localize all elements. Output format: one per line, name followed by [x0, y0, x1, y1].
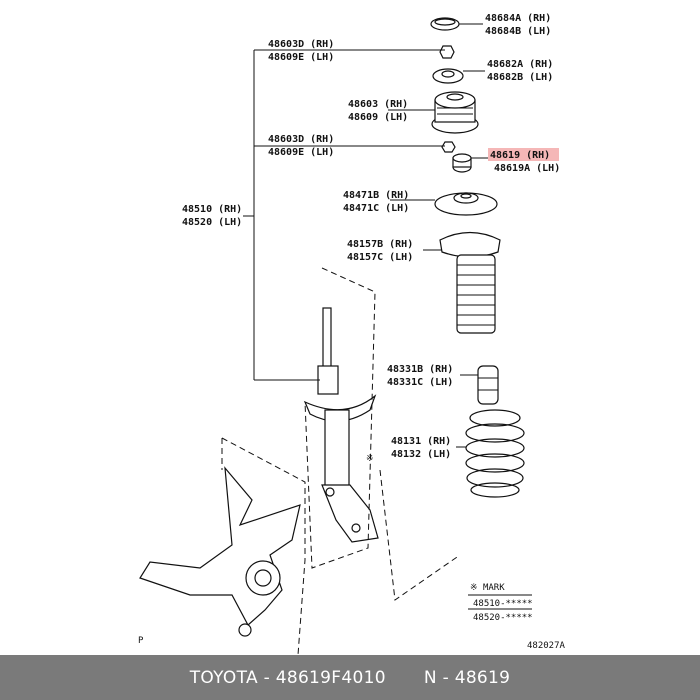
label-support-rh: 48603 (RH): [348, 99, 408, 110]
dust-cap-part: [430, 17, 460, 31]
strut-assembly-part: [303, 307, 379, 543]
mark-symbol: ※: [366, 454, 374, 464]
label-seat-lh: 48682B (LH): [487, 72, 553, 83]
footer-reference: N - 48619: [423, 667, 511, 688]
parts-diagram: 48603D (RH) 48609E (LH) 48603D (RH) 4860…: [138, 13, 566, 655]
boot-part: [439, 231, 501, 334]
footer-bar: TOYOTA - 48619F4010 N - 48619: [0, 655, 700, 700]
mark-legend-line-2: 48520-*****: [473, 613, 533, 623]
steering-knuckle-part: [139, 466, 301, 637]
label-strut-lh: 48520 (LH): [182, 217, 242, 228]
knuckle-outline: [221, 437, 306, 655]
mark-legend: ※ MARK 48510-***** 48520-*****: [468, 583, 533, 623]
label-cap-rh: 48684A (RH): [485, 13, 551, 24]
label-target-rh: 48619 (RH): [490, 150, 550, 161]
label-mid-nut-lh: 48609E (LH): [268, 147, 334, 158]
corner-letter: P: [138, 636, 144, 646]
label-upper-seat-rh: 48471B (RH): [343, 190, 409, 201]
bump-stopper-part: [477, 365, 499, 405]
label-seat-rh: 48682A (RH): [487, 59, 553, 70]
mark-legend-line-1: 48510-*****: [473, 599, 533, 609]
label-boot-rh: 48157B (RH): [347, 239, 413, 250]
strut-outline: [304, 267, 376, 569]
label-boot-lh: 48157C (LH): [347, 252, 413, 263]
upper-seat-part: [432, 68, 464, 84]
label-target-lh: 48619A (LH): [494, 163, 560, 174]
label-spring-lh: 48132 (LH): [391, 449, 451, 460]
mark-legend-title: ※ MARK: [470, 583, 505, 593]
label-upper-seat-lh: 48471C (LH): [343, 203, 409, 214]
coil-spring-part: [465, 409, 525, 498]
label-strut-rh: 48510 (RH): [182, 204, 242, 215]
label-top-nut-lh: 48609E (LH): [268, 52, 334, 63]
label-bumper-lh: 48331C (LH): [387, 377, 453, 388]
spring-outline: [379, 469, 461, 601]
target-part-highlight: [488, 148, 559, 161]
upper-spring-seat-part: [434, 192, 498, 216]
bearing-part: [452, 153, 472, 173]
top-nut-part: [439, 45, 455, 59]
label-mid-nut-rh: 48603D (RH): [268, 134, 334, 145]
strut-support-part: [431, 91, 479, 134]
footer-part-number: TOYOTA - 48619F4010: [189, 667, 386, 688]
label-cap-lh: 48684B (LH): [485, 26, 551, 37]
label-top-nut-rh: 48603D (RH): [268, 39, 334, 50]
diagram-code: 482027A: [527, 641, 566, 651]
label-bumper-rh: 48331B (RH): [387, 364, 453, 375]
label-support-lh: 48609 (LH): [348, 112, 408, 123]
label-spring-rh: 48131 (RH): [391, 436, 451, 447]
mid-nut-part: [441, 141, 456, 153]
